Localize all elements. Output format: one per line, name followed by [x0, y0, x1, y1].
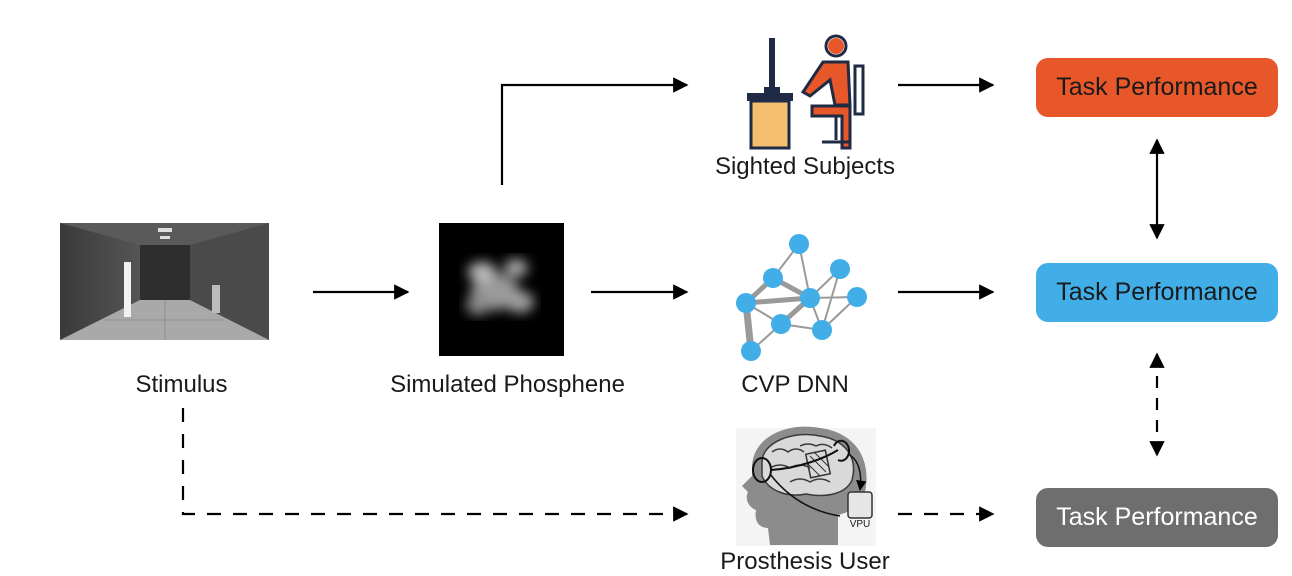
task-performance-cvp: Task Performance	[1036, 263, 1278, 322]
task-performance-prosthesis: Task Performance	[1036, 488, 1278, 547]
arrow-phosphene-to-sighted	[500, 77, 689, 185]
phosphene-image	[439, 223, 564, 356]
stimulus-image	[60, 223, 269, 340]
sighted-subject-icon	[747, 34, 865, 150]
stimulus-label: Stimulus	[135, 371, 228, 398]
task-performance-sighted: Task Performance	[1036, 58, 1278, 117]
phosphene-label: Simulated Phosphene	[390, 371, 625, 398]
prosthesis-label: Prosthesis User	[720, 548, 890, 575]
sighted-label: Sighted Subjects	[714, 153, 896, 180]
prosthesis-user-icon	[736, 426, 876, 546]
cvp-network-icon	[736, 234, 867, 361]
arrow-stimulus-to-prosthesis	[181, 408, 689, 522]
vpu-label: VPU	[849, 519, 871, 530]
cvp-label: CVP DNN	[741, 371, 849, 398]
arrows	[181, 77, 1165, 522]
